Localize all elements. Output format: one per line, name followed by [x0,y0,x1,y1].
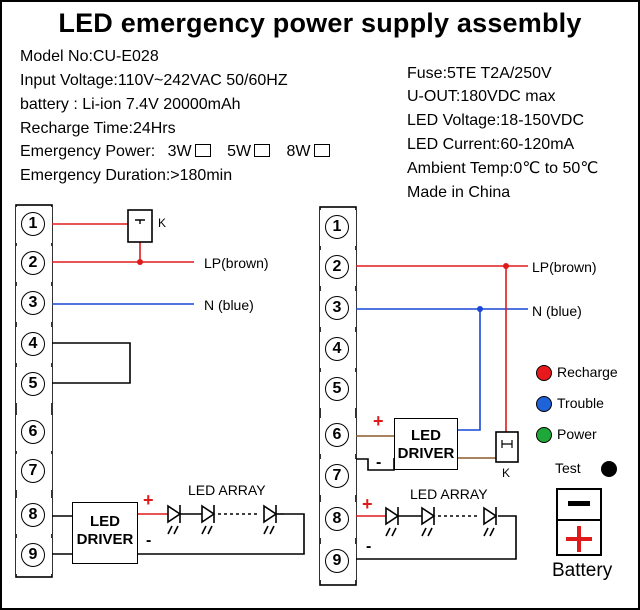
left-terminal-4: 4 [16,327,52,363]
spec-recharge-time: Recharge Time:24Hrs [20,120,176,137]
option-8w-label: 8W [286,143,311,160]
legend-recharge-label: Recharge [557,364,618,380]
left-n-label: N (blue) [204,297,254,313]
spec-led-current: LED Current:60-120mA [407,136,575,153]
option-8w-checkbox[interactable] [313,144,330,157]
right-terminal-1: 1 [320,210,356,246]
spec-fuse: Fuse:5TE T2A/250V [407,65,552,82]
right-terminal-5: 5 [320,372,356,408]
left-terminal-7: 7 [16,454,52,490]
left-minus-sign: - [146,532,152,549]
left-lp-label: LP(brown) [204,255,269,271]
spec-led-voltage: LED Voltage:18-150VDC [407,112,584,129]
right-led-minus-sign: - [366,538,372,555]
spec-emergency-power: Emergency Power: 3W 5W 8W [20,142,330,162]
emergency-power-label: Emergency Power: [20,143,156,160]
spec-emergency-duration: Emergency Duration:>180min [20,167,233,184]
test-button [601,461,617,477]
spec-made-in: Made in China [407,184,511,201]
right-switch-label: K [502,466,511,480]
left-switch-label: K [158,216,167,230]
left-switch [127,209,153,243]
option-3w-label: 3W [167,143,192,160]
option-5w-label: 5W [227,143,252,160]
right-driver-minus-sign: - [376,454,382,471]
right-terminal-8: 8 [320,502,356,538]
left-led-array [167,504,284,535]
right-n-label: N (blue) [532,303,582,319]
right-terminal-9: 9 [320,544,356,580]
left-terminal-2: 2 [16,246,52,282]
spec-battery: battery : Li-ion 7.4V 20000mAh [20,96,241,113]
left-terminal-6: 6 [16,415,52,451]
left-jumper-4-5 [52,342,131,384]
battery-label: Battery [552,560,613,581]
trouble-indicator-icon [536,396,552,412]
recharge-indicator-icon [536,365,552,381]
test-label: Test [555,460,581,476]
left-terminal-3: 3 [16,286,52,322]
page-title: LED emergency power supply assembly [58,8,582,38]
right-terminal-3: 3 [320,291,356,327]
spec-input-voltage: Input Voltage:110V~242VAC 50/60HZ [20,72,288,89]
right-terminal-2: 2 [320,250,356,286]
left-junction-lp [137,259,143,265]
right-terminal-7: 7 [320,459,356,495]
right-led-array-label: LED ARRAY [410,486,488,502]
left-plus-sign: + [143,490,154,510]
power-indicator-icon [536,427,552,443]
option-5w-checkbox[interactable] [254,144,271,157]
left-terminal-9: 9 [16,538,52,574]
left-terminal-5: 5 [16,367,52,403]
right-led-plus-sign: + [362,494,373,514]
right-terminal-6: 6 [320,418,356,454]
legend-trouble-label: Trouble [557,395,604,411]
option-3w-checkbox[interactable] [194,144,211,157]
legend-power-label: Power [557,426,597,442]
right-switch [495,431,519,463]
right-led-array [385,506,498,537]
right-lp-label: LP(brown) [532,259,597,275]
spec-u-out: U-OUT:180VDC max [407,88,556,105]
right-terminal-4: 4 [320,332,356,368]
left-terminal-8: 8 [16,498,52,534]
left-terminal-1: 1 [16,207,52,243]
left-led-array-label: LED ARRAY [188,482,266,498]
spec-ambient-temp: Ambient Temp:0℃ to 50℃ [407,160,599,177]
spec-model: Model No:CU-E028 [20,48,159,65]
right-driver-plus-sign: + [373,411,384,431]
